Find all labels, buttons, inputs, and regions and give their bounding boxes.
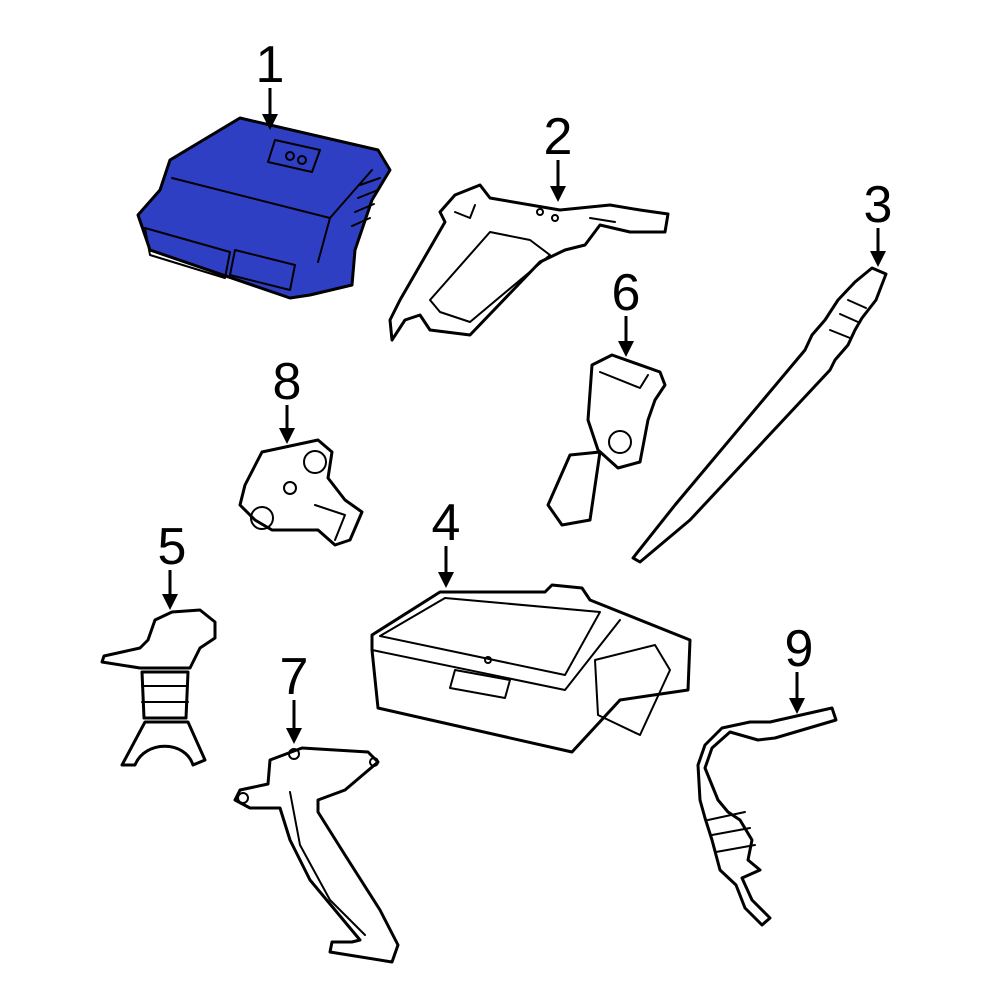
part-5-head (100, 608, 217, 670)
part-7-arm (233, 746, 400, 964)
callout-1: 1 (256, 36, 285, 94)
part-8-hole-bottom (250, 506, 274, 530)
part-1-top-edge (171, 169, 373, 263)
part-2-hole-b (536, 208, 544, 216)
part-5-position-sensor[interactable] (100, 608, 217, 767)
callout-6: 6 (612, 264, 641, 322)
part-2-hole-a (551, 214, 559, 222)
callout-7: 7 (280, 648, 309, 706)
callout-3: 3 (864, 176, 893, 234)
part-5-fork (120, 720, 207, 767)
part-7-accelerator-pedal[interactable] (233, 746, 400, 964)
part-6-eye (608, 430, 632, 454)
part-8-hole-top (303, 450, 327, 474)
part-5-ribs (141, 685, 189, 703)
callout-labels: 1 2 3 4 5 6 7 8 9 (158, 36, 893, 706)
part-3-glow-plug[interactable] (631, 266, 888, 564)
part-8-body (238, 438, 364, 547)
part-7-spring-hole (369, 757, 379, 767)
part-7-pivot (288, 748, 300, 760)
part-9-nut (707, 811, 756, 853)
part-2-window (429, 231, 551, 323)
part-7-inner-arm (289, 791, 366, 936)
callout-5: 5 (158, 518, 187, 576)
part-4-hole (484, 656, 492, 664)
callout-2: 2 (544, 108, 573, 166)
part-4-top-face (371, 597, 621, 691)
callout-8: 8 (273, 353, 302, 411)
part-6-cap (599, 371, 649, 389)
part-8-port (283, 481, 297, 495)
part-8-connector (314, 504, 346, 541)
part-3-body (631, 266, 888, 564)
part-9-probe (696, 706, 838, 927)
part-5-barrel (140, 670, 190, 720)
part-4-connector (594, 644, 671, 736)
part-2-body (388, 183, 670, 342)
part-1-detail-b (297, 155, 307, 165)
part-6-crankshaft-sensor[interactable] (546, 353, 667, 527)
part-3-hex (829, 299, 867, 339)
part-7-mount-hole (237, 792, 249, 804)
part-6-head (586, 353, 667, 470)
part-6-shaft (546, 450, 602, 527)
part-2-flange (454, 204, 616, 223)
part-4-control-module[interactable] (370, 583, 692, 754)
part-1-engine-control-module[interactable] (136, 116, 392, 300)
part-9-exhaust-temperature-sensor[interactable] (696, 706, 838, 927)
part-2-mounting-bracket[interactable] (388, 183, 670, 342)
part-1-body (136, 116, 392, 300)
part-1-detail-a (285, 151, 295, 161)
part-8-pressure-sensor[interactable] (238, 438, 364, 547)
part-1-side-fins (351, 177, 381, 227)
part-1-label-plate (267, 139, 321, 173)
callout-arrows (162, 88, 886, 744)
part-4-tab (449, 669, 511, 699)
callout-9: 9 (785, 620, 814, 678)
callout-4: 4 (432, 494, 461, 552)
part-1-connector-right (229, 249, 296, 291)
part-1-connector-left (144, 227, 231, 279)
